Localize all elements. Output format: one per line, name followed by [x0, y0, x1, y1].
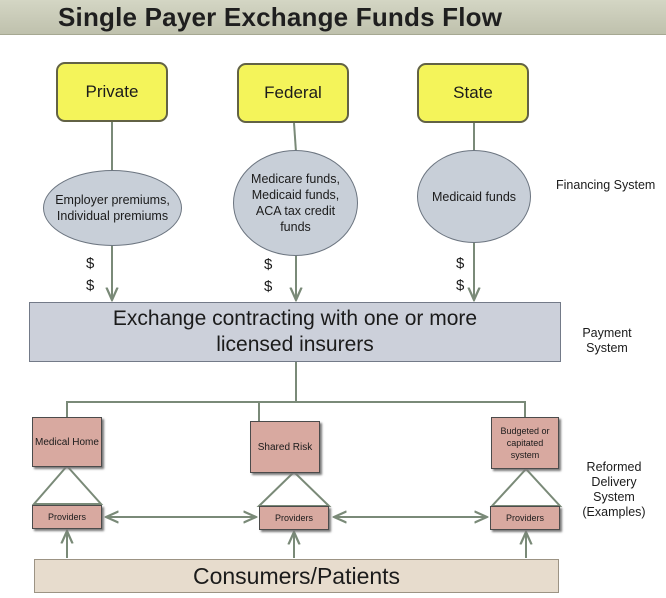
connector-federal-oval — [293, 122, 297, 153]
exchange-text: Exchange contracting with one or more li… — [112, 307, 478, 356]
dollar-sign: $ — [264, 278, 273, 295]
triangle-medical-home — [31, 464, 104, 505]
funds-state: Medicaid funds — [417, 150, 531, 243]
delivery-shared-risk: Shared Risk — [250, 421, 320, 473]
source-federal: Federal — [237, 63, 349, 123]
label-payment-system: Payment System — [582, 326, 632, 355]
source-state: State — [417, 63, 529, 123]
delivery-budgeted: Budgeted or capitated system — [491, 417, 559, 469]
triangle-budgeted — [489, 467, 563, 507]
funds-private: Employer premiums, Individual premiums — [43, 170, 182, 246]
providers-budgeted: Providers — [490, 506, 560, 530]
dollar-sign: $ — [456, 277, 465, 294]
delivery-medical-home: Medical Home — [32, 417, 102, 467]
dollar-sign: $ — [86, 277, 95, 294]
triangle-shared-risk — [256, 470, 332, 507]
label-delivery-system: Reformed Delivery System (Examples) — [582, 460, 646, 519]
label-financing-system: Financing System — [556, 178, 656, 192]
dollar-sign: $ — [456, 255, 465, 272]
diagram-title: Single Payer Exchange Funds Flow — [58, 2, 503, 32]
title-bar: Single Payer Exchange Funds Flow — [0, 0, 666, 35]
funds-federal: Medicare funds, Medicaid funds, ACA tax … — [233, 150, 358, 256]
dollar-sign: $ — [86, 255, 95, 272]
providers-medical-home: Providers — [32, 505, 102, 529]
dollar-sign: $ — [264, 256, 273, 273]
delivery-bracket — [66, 401, 526, 417]
exchange-box: Exchange contracting with one or more li… — [29, 302, 561, 362]
source-private: Private — [56, 62, 168, 122]
consumers-box: Consumers/Patients — [34, 559, 559, 593]
providers-shared-risk: Providers — [259, 506, 329, 530]
